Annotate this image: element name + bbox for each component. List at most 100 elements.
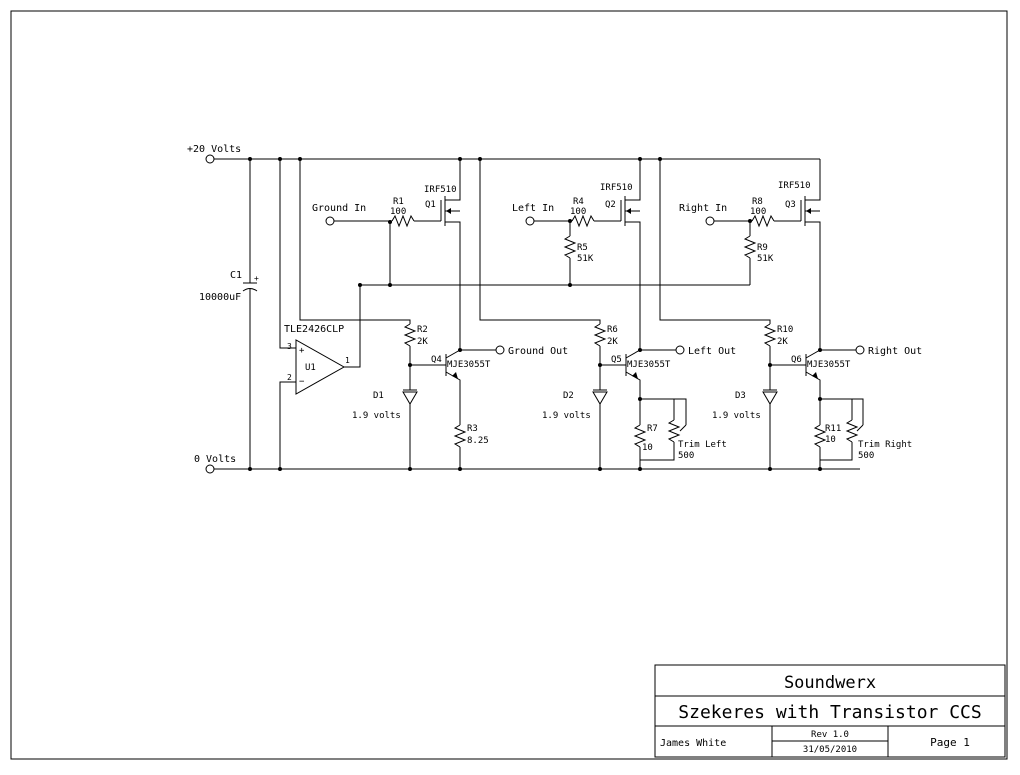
sheet-border (10, 10, 1008, 760)
channel-right: Right In R8 100 R9 51K IRF510 Q3 R10 2K (659, 159, 922, 469)
svg-text:IRF510: IRF510 (778, 181, 811, 191)
r1-resistor (391, 214, 415, 228)
d1-diode (402, 391, 418, 405)
svg-text:10: 10 (642, 443, 653, 453)
capacitor-c1: + C1 10000uF (199, 159, 259, 469)
svg-text:100: 100 (390, 207, 406, 217)
svg-text:D2: D2 (563, 391, 574, 401)
left-in-terminal[interactable] (525, 216, 535, 226)
svg-text:51K: 51K (577, 254, 594, 264)
supply-rail: +20 Volts (187, 144, 820, 164)
svg-text:1.9 volts: 1.9 volts (542, 411, 591, 421)
svg-text:Q4: Q4 (431, 355, 442, 365)
svg-text:Q2: Q2 (605, 200, 616, 210)
svg-text:500: 500 (678, 451, 694, 461)
svg-text:MJE3055T: MJE3055T (447, 360, 491, 370)
right-in-label: Right In (679, 203, 727, 214)
ground-in-label: Ground In (312, 203, 366, 214)
svg-text:2K: 2K (607, 337, 618, 347)
svg-text:Trim Left: Trim Left (678, 440, 727, 450)
svg-text:R4: R4 (573, 197, 584, 207)
svg-text:R8: R8 (752, 197, 763, 207)
channel-left: Left In R4 100 R5 51K IRF510 Q2 R6 2K (479, 159, 736, 469)
regulator-u1: + − 3 2 1 U1 TLE2426CLP (279, 159, 361, 469)
title-block: Soundwerx Szekeres with Transistor CCS J… (654, 664, 1006, 758)
svg-text:1.9 volts: 1.9 volts (712, 411, 761, 421)
trim-right-pot (845, 419, 859, 443)
svg-text:IRF510: IRF510 (424, 185, 457, 195)
r4-resistor (571, 214, 595, 228)
ground-label: 0 Volts (194, 454, 236, 465)
svg-text:IRF510: IRF510 (600, 183, 633, 193)
svg-text:2K: 2K (417, 337, 428, 347)
page-number: Page 1 (930, 736, 970, 749)
svg-text:R1: R1 (393, 197, 404, 207)
svg-text:100: 100 (750, 207, 766, 217)
c1-ref: C1 (230, 270, 242, 281)
virtual-ground-bus (358, 220, 750, 287)
revision: Rev 1.0 (811, 730, 849, 740)
date: 31/05/2010 (803, 745, 857, 755)
svg-text:8.25: 8.25 (467, 436, 489, 446)
svg-text:Q1: Q1 (425, 200, 436, 210)
u1-ref: U1 (305, 363, 316, 373)
ground-rail: 0 Volts (194, 454, 860, 474)
svg-text:Q5: Q5 (611, 355, 622, 365)
svg-text:3: 3 (287, 342, 292, 351)
svg-text:+: + (299, 346, 305, 356)
svg-text:MJE3055T: MJE3055T (807, 360, 851, 370)
svg-text:MJE3055T: MJE3055T (627, 360, 671, 370)
r3-resistor (453, 424, 467, 448)
ground-out-label: Ground Out (508, 346, 568, 357)
company-name: Soundwerx (784, 673, 876, 693)
svg-text:R5: R5 (577, 243, 588, 253)
right-out-label: Right Out (868, 346, 922, 357)
svg-text:1: 1 (345, 356, 350, 365)
svg-text:1.9 volts: 1.9 volts (352, 411, 401, 421)
ground-out-terminal[interactable] (495, 345, 505, 355)
right-in-terminal[interactable] (705, 216, 715, 226)
r7-resistor (633, 424, 647, 448)
supply-terminal (205, 154, 215, 164)
right-out-terminal[interactable] (855, 345, 865, 355)
svg-text:2: 2 (287, 373, 292, 382)
svg-text:2K: 2K (777, 337, 788, 347)
svg-text:R2: R2 (417, 325, 428, 335)
svg-text:D1: D1 (373, 391, 384, 401)
svg-text:500: 500 (858, 451, 874, 461)
drawing-title: Szekeres with Transistor CCS (678, 702, 981, 723)
u1-part: TLE2426CLP (284, 324, 344, 335)
left-out-label: Left Out (688, 346, 736, 357)
svg-text:100: 100 (570, 207, 586, 217)
r10-resistor (763, 323, 777, 347)
svg-text:−: − (299, 377, 305, 387)
svg-text:10: 10 (825, 435, 836, 445)
r5-resistor (563, 235, 577, 259)
trim-left-pot (667, 419, 681, 443)
svg-text:D3: D3 (735, 391, 746, 401)
svg-text:R11: R11 (825, 424, 841, 434)
svg-text:51K: 51K (757, 254, 774, 264)
svg-text:Q3: Q3 (785, 200, 796, 210)
c1-value: 10000uF (199, 292, 241, 303)
left-in-label: Left In (512, 203, 554, 214)
svg-text:R10: R10 (777, 325, 793, 335)
svg-text:Trim Right: Trim Right (858, 440, 912, 450)
channel-ground: Ground In R1 100 IRF510 Q1 R2 2K Ground … (299, 159, 568, 469)
svg-text:R7: R7 (647, 424, 658, 434)
svg-text:Q6: Q6 (791, 355, 802, 365)
svg-text:+: + (254, 274, 259, 283)
r8-resistor (751, 214, 775, 228)
d3-diode (762, 391, 778, 405)
opamp-triangle (295, 339, 346, 395)
svg-text:R6: R6 (607, 325, 618, 335)
author: James White (660, 738, 726, 749)
ground-in-terminal[interactable] (325, 216, 335, 226)
supply-label: +20 Volts (187, 144, 241, 155)
left-out-terminal[interactable] (675, 345, 685, 355)
svg-text:R9: R9 (757, 243, 768, 253)
r11-resistor (813, 424, 827, 448)
r9-resistor (743, 235, 757, 259)
